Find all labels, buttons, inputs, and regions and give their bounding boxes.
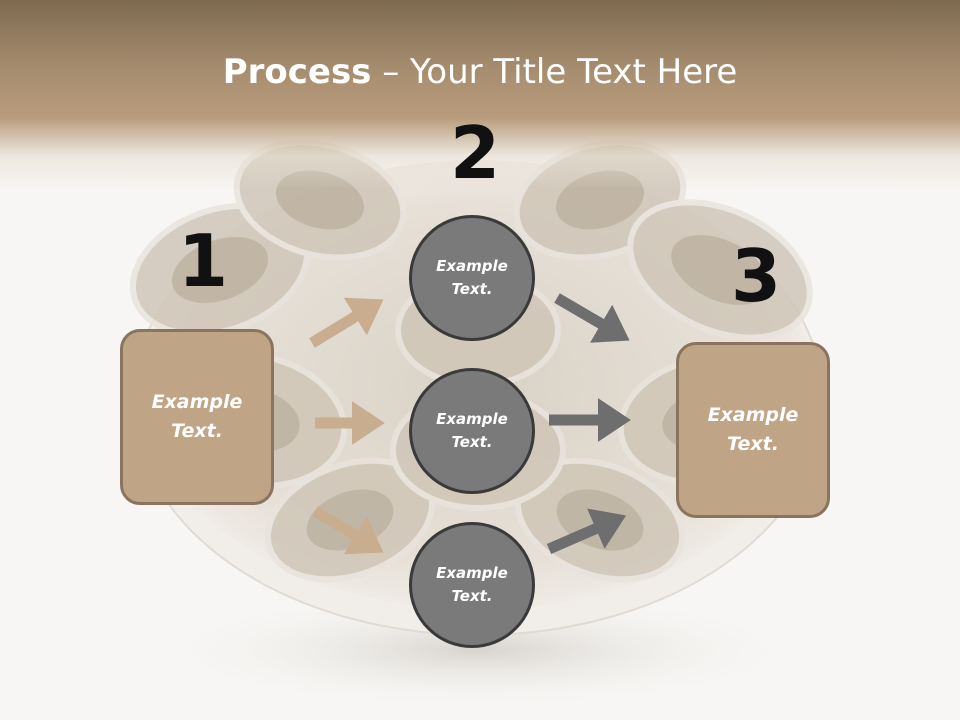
arrow-left-bottom bbox=[312, 506, 384, 555]
circle-bottom[interactable]: Example Text. bbox=[409, 522, 535, 648]
arrow-left-top bbox=[309, 297, 384, 348]
step-3-label: Example Text. bbox=[707, 404, 799, 455]
arrow-right-top bbox=[554, 293, 630, 343]
step-1-label: Example Text. bbox=[151, 391, 243, 442]
step-3-box[interactable]: Example Text. bbox=[676, 342, 830, 518]
step-1-box[interactable]: Example Text. bbox=[120, 329, 274, 505]
circle-middle[interactable]: Example Text. bbox=[409, 368, 535, 494]
step-number-2: 2 bbox=[450, 111, 501, 195]
step-number-3: 3 bbox=[731, 234, 782, 318]
circle-top-label: Example Text. bbox=[436, 257, 508, 298]
title-rest: – Your Title Text Here bbox=[371, 52, 738, 92]
circle-middle-label: Example Text. bbox=[436, 410, 508, 451]
title-bold: Process bbox=[222, 52, 372, 92]
slide-title: Process – Your Title Text Here bbox=[0, 52, 960, 92]
header-band bbox=[0, 0, 960, 190]
circle-bottom-label: Example Text. bbox=[436, 564, 508, 605]
step-number-1: 1 bbox=[178, 219, 229, 303]
circle-top[interactable]: Example Text. bbox=[409, 215, 535, 341]
arrow-right-bottom bbox=[546, 508, 627, 555]
